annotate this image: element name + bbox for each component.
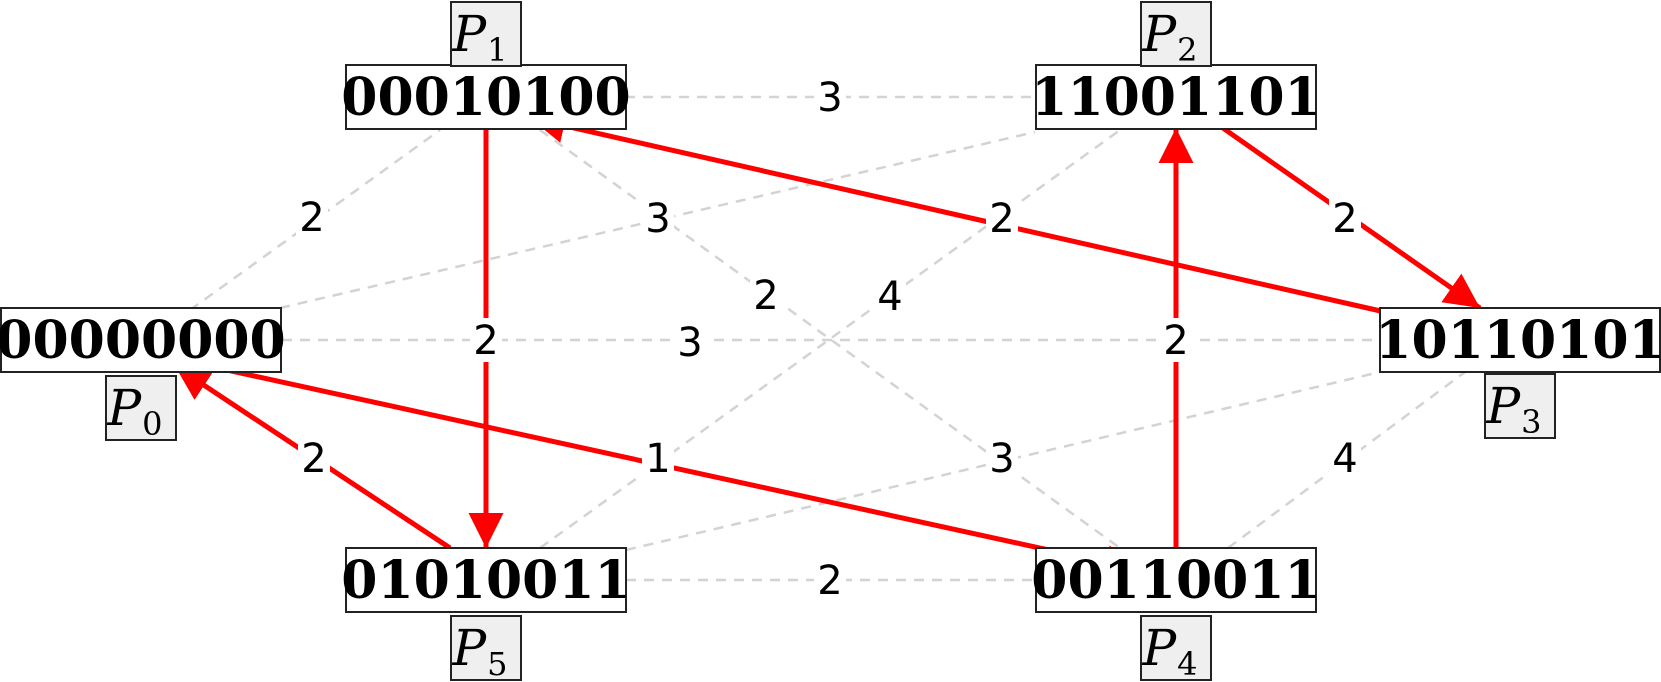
edge-weight-p0-p2: 3 [642, 196, 674, 242]
edge-weight-p1-p4: 2 [750, 273, 782, 319]
node-tag-p4: P4 [1141, 619, 1197, 682]
svg-text:2: 2 [301, 436, 326, 482]
node-code-box [0, 307, 282, 373]
node-code-box [345, 64, 627, 130]
edge-weight-p0-p4: 1 [642, 436, 674, 482]
edge-weight-p2-p3: 2 [1329, 196, 1361, 242]
node-tag-p1: P1 [451, 5, 507, 69]
node-code-p4: 00110011 [1031, 550, 1320, 611]
edge-weight-p3-p1: 2 [986, 196, 1018, 242]
svg-text:4: 4 [877, 274, 902, 320]
svg-text:2: 2 [1163, 318, 1188, 364]
node-tag-p5: P5 [451, 619, 507, 682]
edge-weight-p0-p3: 3 [674, 320, 706, 366]
edge-weight-p1-p5: 2 [470, 318, 502, 364]
edge-weight-p1-p2: 3 [814, 75, 846, 121]
svg-text:3: 3 [817, 75, 842, 121]
edge-weight-p5-p3: 3 [986, 436, 1018, 482]
node-tag-box [450, 615, 522, 681]
edges-layer [173, 95, 1482, 582]
node-tag-box [450, 1, 522, 67]
node-tag-box [1484, 373, 1556, 439]
edge-p5-p2-dashed [539, 128, 1121, 550]
node-code-p5: 01010011 [341, 550, 630, 611]
edge-weight-p0-p1: 2 [296, 195, 328, 241]
node-tag-p0: P0 [106, 379, 162, 443]
svg-text:3: 3 [677, 320, 702, 366]
edge-p0-p1-dashed [189, 128, 441, 312]
edge-p1-p4-dashed [539, 128, 1121, 550]
svg-text:2: 2 [989, 196, 1014, 242]
svg-text:2: 2 [473, 318, 498, 364]
svg-text:3: 3 [645, 196, 670, 242]
node-code-p0: 00000000 [0, 310, 286, 371]
node-code-p2: 11001101 [1031, 67, 1320, 128]
svg-text:2: 2 [817, 558, 842, 604]
svg-text:4: 4 [1332, 436, 1357, 482]
node-tag-box [105, 375, 177, 441]
node-tag-p3: P3 [1485, 377, 1541, 441]
svg-text:3: 3 [989, 436, 1014, 482]
node-code-box [345, 547, 627, 613]
node-code-p3: 10110101 [1375, 310, 1661, 371]
svg-text:2: 2 [299, 195, 324, 241]
svg-text:1: 1 [645, 436, 670, 482]
node-tag-box [1140, 1, 1212, 67]
node-code-box [1035, 547, 1317, 613]
node-tag-box [1140, 615, 1212, 681]
node-tag-p2: P2 [1141, 5, 1197, 69]
edge-weight-p5-p2: 4 [874, 274, 906, 320]
node-code-box [1379, 307, 1661, 373]
svg-text:2: 2 [753, 273, 778, 319]
edge-weight-p5-p0: 2 [298, 436, 330, 482]
edge-labels-layer: 3 2 3 2 4 3 3 4 2 2 2 2 2 2 1 [296, 75, 1361, 604]
edge-p3-p1-arrow [529, 108, 1386, 315]
node-code-p1: 00010100 [341, 67, 630, 128]
edge-weight-p5-p4: 2 [814, 558, 846, 604]
node-code-box [1035, 64, 1317, 130]
edge-weight-p4-p3: 4 [1329, 436, 1361, 482]
svg-text:2: 2 [1332, 196, 1357, 242]
edge-weight-p4-p2: 2 [1160, 318, 1192, 364]
